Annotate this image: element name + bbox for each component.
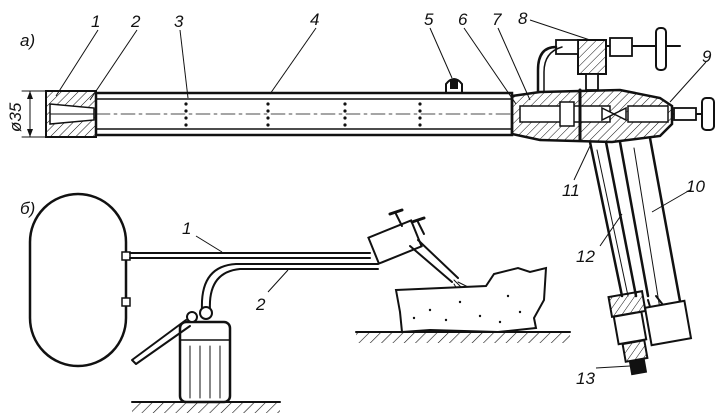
view-b: б) — [20, 192, 571, 413]
ground-right — [355, 331, 571, 343]
torch — [367, 208, 471, 295]
hose-2 — [200, 263, 379, 311]
view-b-label-1: 1 — [182, 219, 191, 238]
ground-left — [131, 401, 281, 413]
clamp — [437, 78, 471, 94]
leader-lines — [55, 19, 707, 369]
view-b-label-2: 2 — [255, 295, 266, 314]
label-1: 1 — [91, 12, 100, 31]
label-8: 8 — [518, 9, 528, 28]
label-7: 7 — [492, 10, 502, 29]
label-3: 3 — [174, 12, 184, 31]
spacer-dots — [184, 102, 422, 127]
gas-valve — [536, 27, 681, 94]
label-4: 4 — [310, 10, 319, 29]
label-12: 12 — [576, 247, 595, 266]
label-5: 5 — [424, 10, 434, 29]
label-6: 6 — [458, 10, 468, 29]
handle-body — [510, 88, 674, 144]
workpiece-texture — [412, 294, 522, 324]
view-a-marker: а) — [20, 31, 35, 50]
oxygen-tank — [28, 192, 128, 368]
handle-tubes — [588, 136, 693, 376]
workpiece — [394, 266, 548, 334]
nozzle-head — [45, 90, 97, 138]
view-a: а) ø35 — [6, 9, 715, 388]
main-tube — [94, 91, 514, 137]
gas-cylinder — [131, 306, 232, 404]
label-10: 10 — [686, 177, 705, 196]
diameter-label: ø35 — [6, 102, 25, 132]
view-b-marker: б) — [20, 199, 35, 218]
label-13: 13 — [576, 369, 595, 388]
hose-1 — [129, 252, 371, 259]
part-labels-a: 1 2 3 4 5 6 7 8 9 10 11 12 13 — [91, 9, 712, 388]
oxygen-valve — [671, 97, 715, 131]
label-11: 11 — [562, 181, 580, 200]
label-9: 9 — [702, 47, 712, 66]
label-2: 2 — [130, 12, 141, 31]
diameter-dimension: ø35 — [6, 90, 47, 138]
